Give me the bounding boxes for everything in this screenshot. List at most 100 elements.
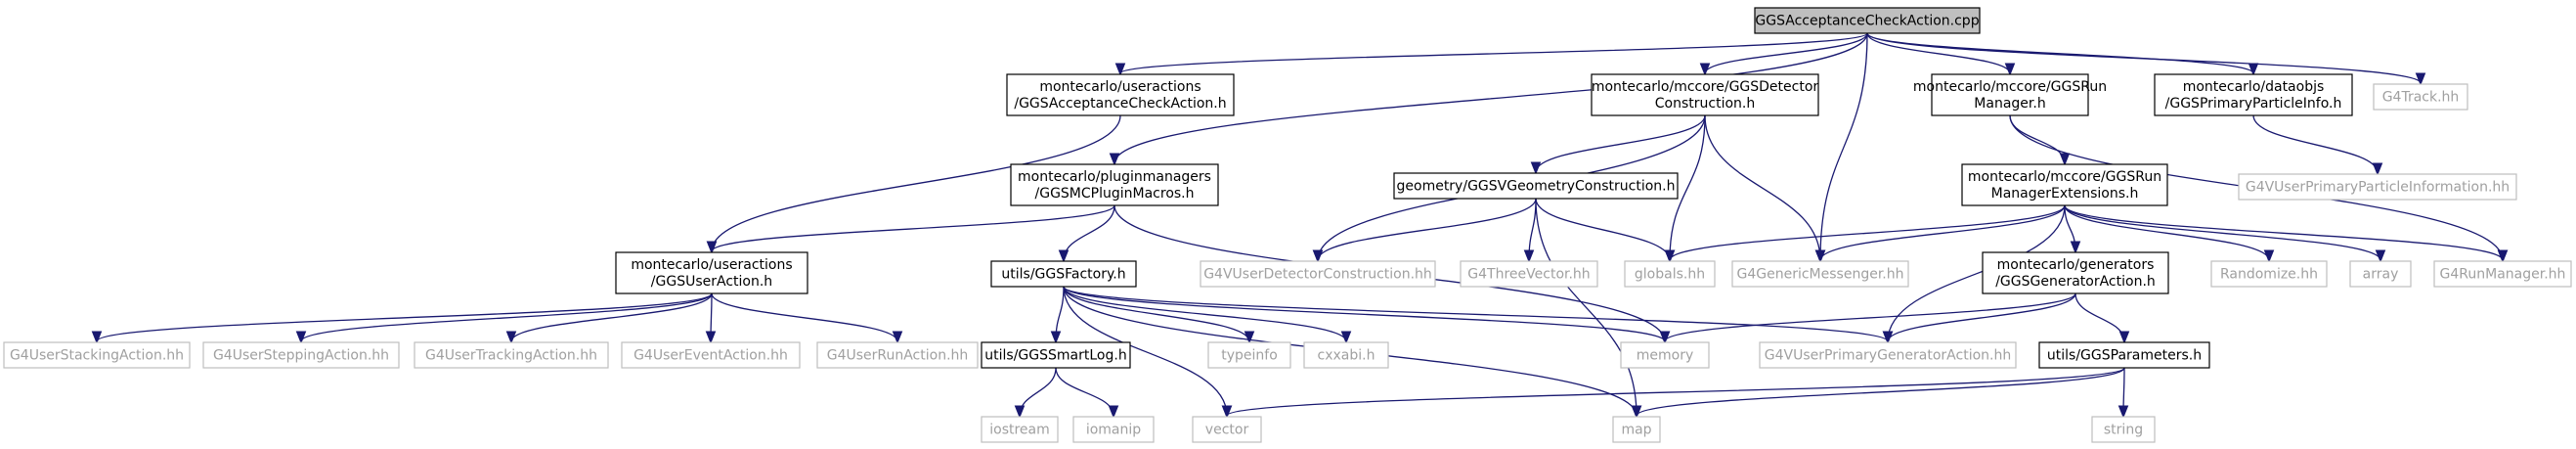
node-box: [1961, 163, 2168, 206]
edge-root-to-useractions_acc: [1120, 32, 1868, 73]
node-box: [2154, 73, 2353, 116]
node-label: montecarlo/pluginmanagers: [1018, 169, 1211, 185]
node-box: [2433, 260, 2572, 288]
node-det_constr[interactable]: montecarlo/mccore/GGSDetectorConstructio…: [1591, 73, 1819, 116]
node-label: iostream: [989, 423, 1050, 438]
edge-geom_constr-to-map: [1535, 198, 1637, 416]
node-box: [615, 251, 808, 294]
node-useractions_acc[interactable]: montecarlo/useractions/GGSAcceptanceChec…: [1006, 73, 1235, 116]
node-cxxabi: cxxabi.h: [1303, 341, 1389, 369]
node-box: [1759, 341, 2017, 369]
node-typeinfo: typeinfo: [1207, 341, 1291, 369]
node-box: [1393, 172, 1679, 200]
edge-user_action-to-g4run: [711, 292, 897, 341]
node-label: /GGSGeneratorAction.h: [1995, 274, 2156, 290]
node-box: [1591, 73, 1819, 116]
node-parameters[interactable]: utils/GGSParameters.h: [2038, 341, 2210, 369]
edge-root-to-run_manager: [1866, 32, 2010, 73]
node-layer: GGSAcceptanceCheckAction.cpp montecarlo/u…: [3, 7, 2572, 443]
node-box: [2238, 173, 2517, 201]
edge-geom_constr-to-g4vuser_det: [1318, 198, 1537, 260]
node-box: [621, 341, 801, 369]
edge-primary_info-to-g4user_primary_info: [2252, 114, 2378, 173]
edge-root-to-det_constr: [1705, 32, 1868, 73]
edge-user_action-to-g4stacking: [97, 292, 713, 341]
node-box: [1460, 260, 1598, 288]
edge-parameters-to-map: [1637, 367, 2125, 416]
node-box: [2091, 416, 2156, 443]
edge-geom_constr-to-g4three: [1529, 198, 1537, 260]
node-memory: memory: [1620, 341, 1710, 369]
node-primary_info[interactable]: montecarlo/dataobjs/GGSPrimaryParticleIn…: [2154, 73, 2353, 116]
node-label: geometry/GGSVGeometryConstruction.h: [1397, 179, 1676, 195]
node-label: montecarlo/mccore/GGSRun: [1968, 169, 2161, 185]
node-array: array: [2349, 260, 2412, 288]
node-label: montecarlo/useractions: [1039, 79, 1201, 95]
edge-parameters-to-string: [2123, 367, 2124, 416]
node-box: [2373, 83, 2468, 111]
node-label: G4VUserPrimaryGeneratorAction.hh: [1765, 348, 2011, 364]
node-generator_action[interactable]: montecarlo/generators/GGSGeneratorAction…: [1982, 251, 2169, 294]
edge-user_action-to-g4event: [711, 292, 712, 341]
node-box: [1200, 260, 1436, 288]
edge-run_ext-to-g4runmanager: [2064, 204, 2503, 260]
node-g4track: G4Track.hh: [2373, 83, 2468, 111]
node-box: [816, 341, 979, 369]
node-box: [1731, 260, 1909, 288]
node-g4tracking: G4UserTrackingAction.hh: [414, 341, 609, 369]
edge-det_constr-to-geom_constr: [1536, 114, 1706, 172]
edge-run_ext-to-generator_action: [2064, 204, 2075, 251]
node-box: [202, 341, 400, 369]
edge-generator_action-to-g4vuser_primary_gen: [1888, 292, 2076, 341]
edge-generator_action-to-memory: [1665, 292, 2076, 341]
node-label: memory: [1637, 348, 1694, 364]
node-label: /GGSMCPluginMacros.h: [1035, 186, 1195, 202]
node-vector: vector: [1192, 416, 1262, 443]
node-plugin_macros[interactable]: montecarlo/pluginmanagers/GGSMCPluginMac…: [1010, 163, 1219, 206]
node-label: /GGSAcceptanceCheckAction.h: [1014, 96, 1226, 112]
node-label: /GGSUserAction.h: [651, 274, 772, 290]
node-label: Construction.h: [1655, 96, 1755, 112]
node-label: utils/GGSSmartLog.h: [984, 348, 1126, 364]
edge-run_ext-to-array: [2064, 204, 2380, 260]
node-smartlog[interactable]: utils/GGSSmartLog.h: [981, 341, 1131, 369]
node-label: cxxabi.h: [1318, 348, 1375, 364]
edge-plugin_macros-to-factory: [1064, 204, 1115, 260]
node-run_ext[interactable]: montecarlo/mccore/GGSRunManagerExtension…: [1961, 163, 2168, 206]
node-root[interactable]: GGSAcceptanceCheckAction.cpp: [1754, 7, 1981, 34]
edge-factory-to-vector: [1063, 286, 1227, 416]
node-label: G4ThreeVector.hh: [1467, 267, 1590, 283]
edge-det_constr-to-g4generic: [1704, 114, 1820, 260]
node-box: [1931, 73, 2089, 116]
node-box: [990, 260, 1137, 288]
edge-factory-to-g4vuser_primary_gen: [1063, 286, 1888, 341]
node-g4user_primary_info: G4VUserPrimaryParticleInformation.hh: [2238, 173, 2517, 201]
edge-run_manager-to-run_ext: [2009, 114, 2065, 163]
node-user_action[interactable]: montecarlo/useractions/GGSUserAction.h: [615, 251, 808, 294]
node-factory[interactable]: utils/GGSFactory.h: [990, 260, 1137, 288]
node-box: [2210, 260, 2328, 288]
node-label: iomanip: [1086, 423, 1141, 438]
node-box: [2038, 341, 2210, 369]
node-g4stepping: G4UserSteppingAction.hh: [202, 341, 400, 369]
node-label: montecarlo/dataobjs: [2183, 79, 2325, 95]
edge-run_ext-to-g4vuser_primary_gen: [1888, 204, 2066, 341]
node-label: Manager.h: [1974, 96, 2045, 112]
node-box: [1006, 73, 1235, 116]
node-geom_constr[interactable]: geometry/GGSVGeometryConstruction.h: [1393, 172, 1679, 200]
edge-factory-to-cxxabi: [1063, 286, 1346, 341]
edge-generator_action-to-parameters: [2074, 292, 2124, 341]
node-label: utils/GGSFactory.h: [1001, 267, 1125, 283]
edge-root-to-g4track: [1866, 32, 2421, 83]
edge-user_action-to-g4stepping: [301, 292, 713, 341]
node-label: G4VUserPrimaryParticleInformation.hh: [2246, 180, 2510, 196]
node-label: G4UserTrackingAction.hh: [425, 348, 597, 364]
node-box: [1303, 341, 1389, 369]
node-label: montecarlo/mccore/GGSRun: [1913, 79, 2107, 95]
edge-factory-to-smartlog: [1056, 286, 1065, 341]
node-label: G4UserRunAction.hh: [827, 348, 969, 364]
edge-root-to-plugin_macros: [1114, 32, 1868, 163]
node-label: ManagerExtensions.h: [1991, 186, 2139, 202]
node-label: map: [1621, 423, 1651, 438]
